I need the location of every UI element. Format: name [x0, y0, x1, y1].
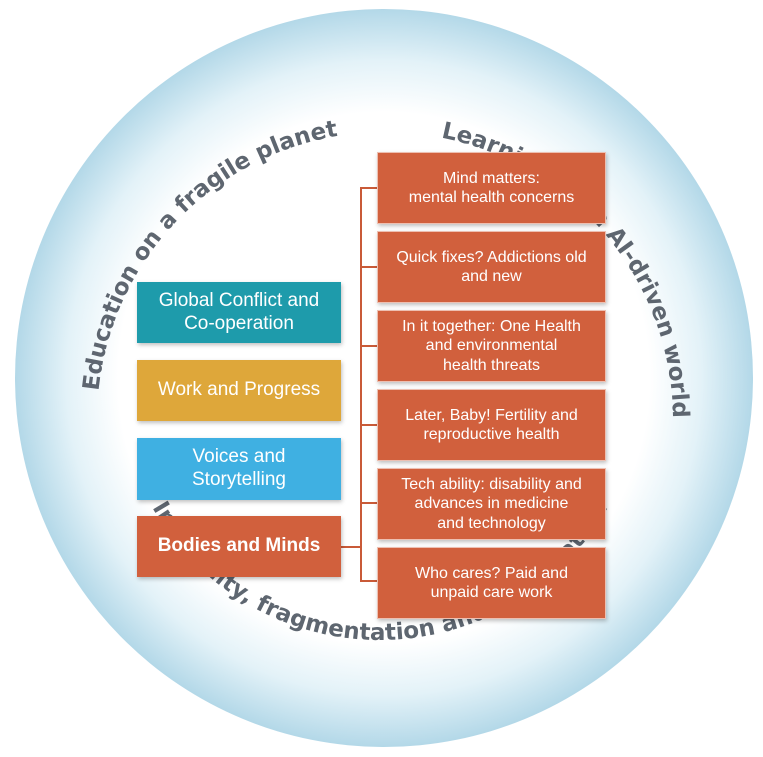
theme-label: Global Conflict and Co-operation [158, 289, 320, 334]
connector-tick [360, 580, 377, 582]
theme-bodies-minds: Bodies and Minds [137, 516, 341, 577]
subtopic-care-work: Who cares? Paid and unpaid care work [377, 547, 606, 619]
subtopic-label: Mind matters: mental health concerns [408, 169, 575, 206]
theme-label: Voices and Storytelling [192, 446, 286, 490]
theme-label: Bodies and Minds [157, 535, 321, 557]
subtopic-tech-ability: Tech ability: disability and advances in… [377, 468, 606, 540]
theme-voices-storytelling: Voices and Storytelling [137, 438, 341, 500]
subtopic-label: In it together: One Health and environme… [402, 318, 581, 374]
subtopic-quick-fixes: Quick fixes? Addictions old and new [377, 231, 606, 303]
subtopic-mind-matters: Mind matters: mental health concerns [377, 152, 606, 224]
subtopic-label: Tech ability: disability and advances in… [401, 476, 582, 532]
theme-global-conflict: Global Conflict and Co-operation [137, 282, 341, 343]
subtopic-label: Who cares? Paid and unpaid care work [415, 564, 568, 601]
subtopic-one-health: In it together: One Health and environme… [377, 310, 606, 382]
connector-vertical [360, 187, 362, 580]
connector-horizontal [341, 546, 362, 548]
connector-tick [360, 424, 377, 426]
connector-tick [360, 502, 377, 504]
connector-tick [360, 187, 377, 189]
theme-label: Work and Progress [157, 379, 321, 401]
subtopic-label: Quick fixes? Addictions old and new [396, 248, 587, 285]
connector-tick [360, 345, 377, 347]
subtopic-label: Later, Baby! Fertility and reproductive … [405, 406, 578, 443]
connector-tick [360, 266, 377, 268]
theme-work-progress: Work and Progress [137, 360, 341, 421]
subtopic-fertility: Later, Baby! Fertility and reproductive … [377, 389, 606, 461]
